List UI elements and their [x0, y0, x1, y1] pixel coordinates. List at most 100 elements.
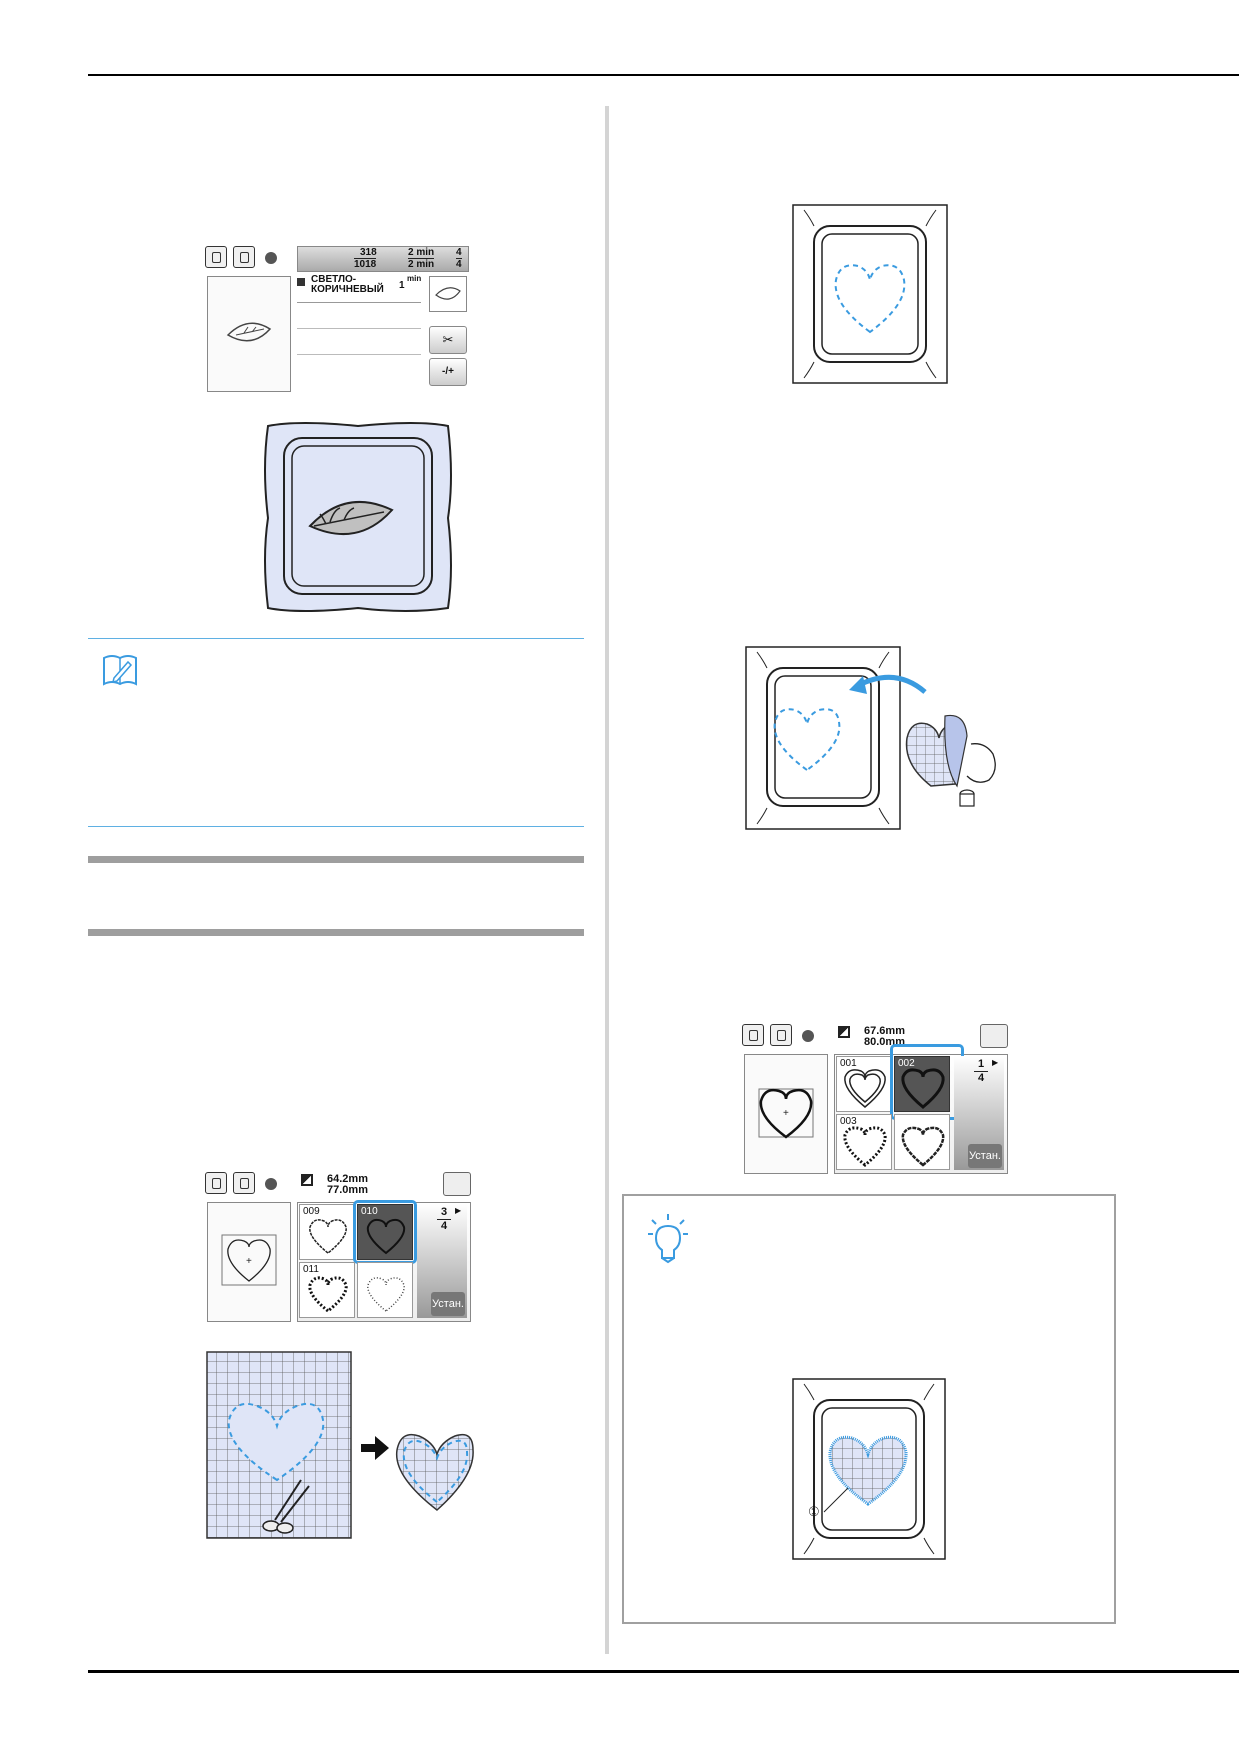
pattern-number: 001: [840, 1058, 857, 1069]
screen-button-1[interactable]: [205, 246, 227, 268]
screen-button-1[interactable]: [742, 1024, 764, 1046]
time-top: 2 min: [408, 247, 435, 258]
svg-text:+: +: [783, 1108, 789, 1119]
satin-heart-icon: [901, 1126, 945, 1167]
feather-heart-icon: [367, 1277, 405, 1312]
dimension-height: 77.0mm: [327, 1184, 368, 1196]
memo-bottom-rule: [88, 826, 584, 827]
double-heart-icon: [844, 1069, 886, 1108]
page-total: 4: [974, 1071, 988, 1085]
leaf-preview-icon: [226, 322, 272, 342]
dimension-width: 64.2mm: [327, 1173, 368, 1185]
embroidery-frame-button[interactable]: [443, 1172, 471, 1196]
size-icon: [301, 1174, 313, 1186]
pattern-number: 011: [303, 1264, 319, 1275]
thread-list-divider: [297, 328, 421, 329]
thread-color-name-line1: СВЕТЛО-: [311, 274, 357, 285]
section-rule-bottom: [88, 929, 584, 936]
leaf-thumbnail-button[interactable]: [429, 276, 467, 312]
scalloped-heart-icon: [309, 1219, 347, 1254]
time-bottom: 2 min: [408, 258, 435, 270]
next-page-icon[interactable]: ▶: [455, 1206, 462, 1215]
pattern-cell[interactable]: 001: [836, 1056, 892, 1112]
leaf-fabric-illustration: [264, 422, 452, 612]
section-rule-top: [88, 856, 584, 863]
pattern-preview: +: [207, 1202, 291, 1322]
pattern-number: 002: [898, 1058, 915, 1069]
dimension-height: 80.0mm: [864, 1036, 905, 1048]
pattern-number: 010: [361, 1206, 378, 1217]
memo-book-icon: [103, 655, 137, 686]
size-icon: [838, 1026, 850, 1038]
feed-adjust-button[interactable]: -/+: [429, 358, 467, 386]
cross-stitch-heart-icon: [843, 1126, 887, 1167]
pattern-cell[interactable]: 009: [299, 1204, 355, 1260]
dimension-width: 67.6mm: [864, 1025, 905, 1037]
set-button[interactable]: Устан.: [431, 1292, 465, 1316]
pattern-preview: [207, 276, 291, 392]
heart-preview-icon: +: [221, 1234, 277, 1286]
heart-outline-icon: [366, 1218, 406, 1255]
embroidery-frame-button[interactable]: [980, 1024, 1008, 1048]
stitch-info-bar: 318 1018 2 min 2 min 4 4: [297, 246, 469, 272]
page-current: 1: [977, 1058, 985, 1070]
page-total: 4: [437, 1219, 451, 1233]
pattern-cell[interactable]: 011: [299, 1262, 355, 1318]
column-divider: [605, 106, 609, 1654]
thread-dot-icon: [265, 1178, 277, 1190]
memo-top-rule: [88, 638, 584, 639]
screen-button-2[interactable]: [770, 1024, 792, 1046]
thread-color-name-line2: КОРИЧНЕВЫЙ: [311, 284, 384, 295]
thread-list-divider: [297, 302, 421, 303]
thread-time-value: 1: [399, 280, 405, 291]
thread-list-panel: СВЕТЛО- КОРИЧНЕВЫЙ 1 min: [297, 274, 425, 390]
hoop-appliqued-heart-illustration: [792, 1378, 946, 1560]
pattern-preview: +: [744, 1054, 828, 1174]
scissors-icon: ✂: [442, 332, 454, 347]
stitched-heart-icon: [308, 1276, 348, 1313]
thread-cut-button[interactable]: ✂: [429, 326, 467, 354]
leaf-icon: [435, 287, 461, 300]
svg-text:+: +: [246, 1256, 252, 1267]
hoop-place-fabric-illustration: [745, 646, 996, 830]
feed-adjust-label: -/+: [442, 366, 454, 377]
next-page-icon[interactable]: ▶: [992, 1058, 999, 1067]
top-rule: [88, 74, 1239, 76]
thread-list-divider: [297, 354, 421, 355]
page-current: 3: [440, 1206, 448, 1218]
lightbulb-icon: [648, 1214, 688, 1264]
color-index-bottom: 4: [456, 258, 462, 270]
bottom-rule: [88, 1670, 1239, 1673]
heart-preview-icon: +: [758, 1088, 814, 1139]
pattern-number: 009: [303, 1206, 320, 1217]
lcd-screen-hearts-page3: 64.2mm 77.0mm + 009 010 011 3 4 ▶ Устан.: [205, 1172, 471, 1322]
lcd-screen-leaf: 318 1018 2 min 2 min 4 4 СВЕТЛО- КОРИЧНЕ…: [205, 246, 469, 392]
pattern-cell[interactable]: [357, 1262, 413, 1318]
heart-outline-icon: [901, 1068, 945, 1109]
right-arrow-icon: [361, 1436, 389, 1460]
scissors-icon: [262, 1479, 310, 1534]
thread-dot-icon: [802, 1030, 814, 1042]
selection-highlight: [353, 1200, 417, 1264]
pattern-cell[interactable]: 003: [836, 1114, 892, 1170]
callout-label: ①: [808, 1504, 820, 1519]
thread-dot-icon: [265, 252, 277, 264]
cut-fabric-illustration: [206, 1351, 474, 1539]
selection-highlight: [890, 1044, 964, 1120]
screen-button-2[interactable]: [233, 1172, 255, 1194]
screen-button-2[interactable]: [233, 246, 255, 268]
thread-color-swatch: [297, 278, 305, 286]
note-box: ①: [622, 1194, 1116, 1624]
hoop-heart-outline-illustration: [792, 204, 948, 384]
pattern-cell[interactable]: [894, 1114, 950, 1170]
stitch-count-top: 318: [360, 247, 377, 258]
pattern-cell-selected[interactable]: 002: [894, 1056, 950, 1112]
lcd-screen-hearts-page1: 67.6mm 80.0mm + 001 002 003 1 4 ▶ Устан.: [742, 1024, 1008, 1174]
screen-button-1[interactable]: [205, 1172, 227, 1194]
pattern-cell-selected[interactable]: 010: [357, 1204, 413, 1260]
color-index-top: 4: [456, 247, 462, 258]
pattern-number: 003: [840, 1116, 857, 1127]
stitch-count-bottom: 1018: [354, 258, 377, 270]
set-button[interactable]: Устан.: [968, 1144, 1002, 1168]
thread-time-unit: min: [407, 274, 422, 283]
